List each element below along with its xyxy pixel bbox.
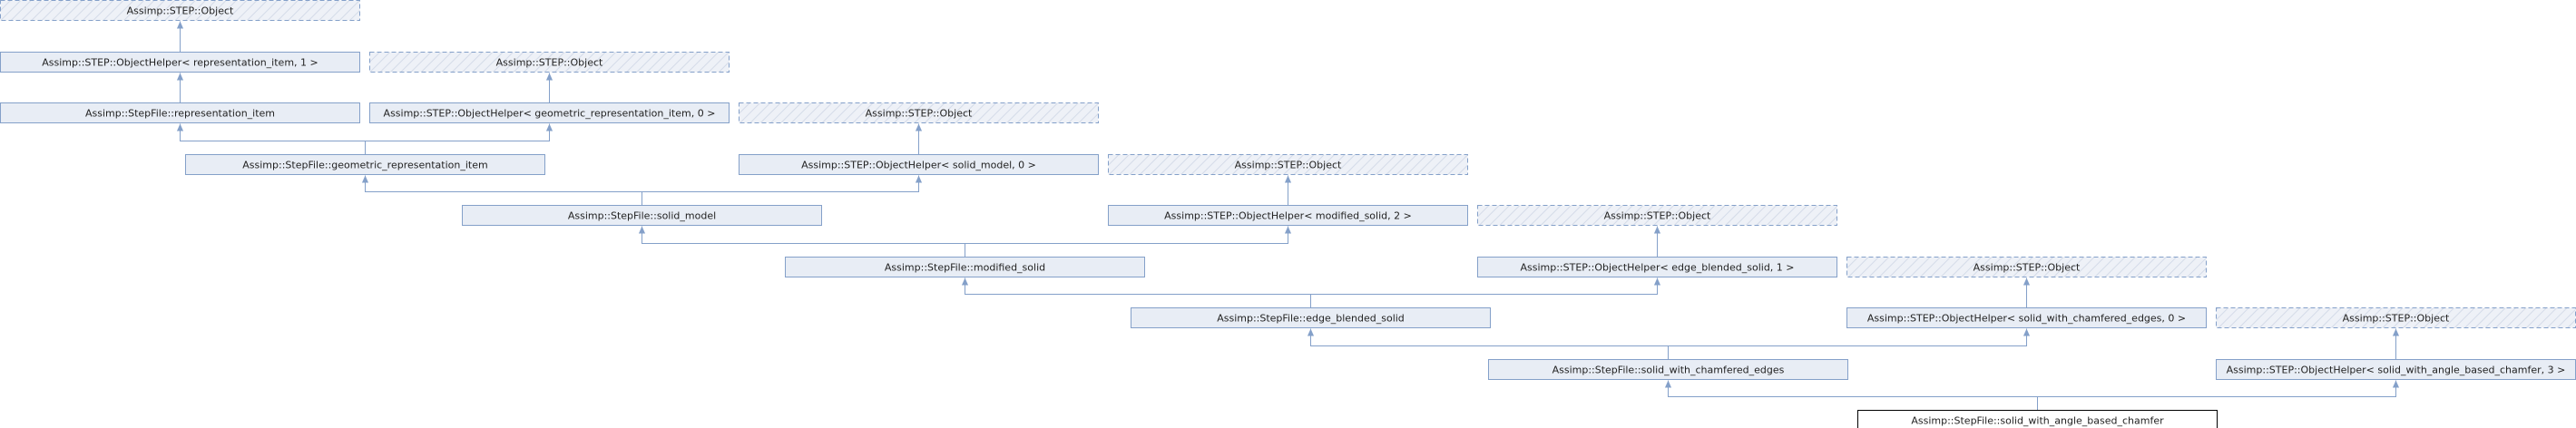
inheritance-edge	[361, 175, 642, 206]
class-box	[0, 0, 360, 21]
edges-layer	[176, 21, 2400, 411]
class-label: Assimp::STEP::Object	[866, 108, 973, 120]
class-node-assimp-step-objecthelper-geometric-representation-item-0-4[interactable]: Assimp::STEP::ObjectHelper< geometric_re…	[369, 102, 730, 123]
inheritance-edge	[1310, 277, 1661, 308]
inheritance-edge	[638, 226, 965, 258]
inheritance-edge	[2037, 380, 2400, 411]
class-box	[1846, 307, 2207, 328]
class-node-assimp-step-object-5: Assimp::STEP::Object	[739, 102, 1099, 123]
class-label: Assimp::STEP::Object	[2343, 313, 2450, 325]
class-box	[1846, 257, 2207, 277]
class-node-assimp-stepfile-edge-blended-solid-15[interactable]: Assimp::StepFile::edge_blended_solid	[1131, 307, 1491, 328]
class-box	[1477, 257, 1837, 277]
class-label: Assimp::STEP::ObjectHelper< representati…	[42, 57, 318, 69]
class-node-assimp-step-objecthelper-edge-blended-solid-1-13[interactable]: Assimp::STEP::ObjectHelper< edge_blended…	[1477, 257, 1837, 277]
class-node-assimp-step-object-8: Assimp::STEP::Object	[1108, 154, 1468, 175]
inheritance-edge	[176, 123, 366, 155]
class-label: Assimp::StepFile::solid_with_chamfered_e…	[1552, 365, 1785, 376]
class-box	[1131, 307, 1491, 328]
class-node-assimp-step-objecthelper-solid-with-chamfered-edges-0-16[interactable]: Assimp::STEP::ObjectHelper< solid_with_c…	[1846, 307, 2207, 328]
class-box	[369, 102, 730, 123]
class-node-assimp-step-object-2: Assimp::STEP::Object	[369, 52, 730, 73]
class-label: Assimp::STEP::ObjectHelper< solid_model,…	[801, 160, 1036, 171]
class-label: Assimp::StepFile::geometric_representati…	[242, 160, 487, 171]
class-label: Assimp::STEP::Object	[496, 57, 603, 69]
class-label: Assimp::StepFile::solid_with_angle_based…	[1911, 415, 2164, 427]
class-node-assimp-step-objecthelper-representation-item-1-1[interactable]: Assimp::STEP::ObjectHelper< representati…	[0, 52, 360, 73]
class-box	[1108, 205, 1468, 226]
class-node-assimp-stepfile-geometric-representation-item-6[interactable]: Assimp::StepFile::geometric_representati…	[185, 154, 545, 175]
class-box	[1477, 205, 1837, 226]
class-box	[1108, 154, 1468, 175]
class-node-assimp-stepfile-solid-model-9[interactable]: Assimp::StepFile::solid_model	[462, 205, 822, 226]
class-label: Assimp::STEP::ObjectHelper< modified_sol…	[1164, 210, 1412, 222]
class-box	[739, 154, 1099, 175]
class-label: Assimp::STEP::ObjectHelper< solid_with_c…	[1867, 313, 2186, 325]
class-node-assimp-step-objecthelper-modified-solid-2-10[interactable]: Assimp::STEP::ObjectHelper< modified_sol…	[1108, 205, 1468, 226]
class-label: Assimp::StepFile::edge_blended_solid	[1217, 313, 1405, 325]
class-box	[0, 52, 360, 73]
inheritance-edge	[961, 277, 1311, 308]
class-box	[739, 102, 1099, 123]
inheritance-edge	[365, 123, 553, 155]
inheritance-edge	[1664, 380, 2038, 411]
class-node-assimp-stepfile-solid-with-angle-based-chamfer-20: Assimp::StepFile::solid_with_angle_based…	[1857, 410, 2218, 428]
class-label: Assimp::STEP::Object	[1974, 262, 2081, 274]
class-label: Assimp::STEP::Object	[1604, 210, 1711, 222]
class-node-assimp-stepfile-modified-solid-12[interactable]: Assimp::StepFile::modified_solid	[785, 257, 1145, 277]
class-label: Assimp::STEP::ObjectHelper< solid_with_a…	[2227, 365, 2566, 376]
inheritance-edge	[1668, 328, 2031, 360]
class-node-assimp-step-objecthelper-solid-with-angle-based-chamfer-3-19[interactable]: Assimp::STEP::ObjectHelper< solid_with_a…	[2216, 359, 2576, 380]
class-box	[1857, 410, 2218, 428]
class-label: Assimp::STEP::Object	[1235, 160, 1342, 171]
class-box	[0, 102, 360, 123]
class-node-assimp-step-object-14: Assimp::STEP::Object	[1846, 257, 2207, 277]
class-label: Assimp::StepFile::representation_item	[85, 108, 275, 120]
class-label: Assimp::STEP::ObjectHelper< edge_blended…	[1520, 262, 1794, 274]
class-node-assimp-step-object-17: Assimp::STEP::Object	[2216, 307, 2576, 328]
inheritance-edge	[642, 175, 923, 206]
class-node-assimp-stepfile-solid-with-chamfered-edges-18[interactable]: Assimp::StepFile::solid_with_chamfered_e…	[1488, 359, 1848, 380]
class-box	[1488, 359, 1848, 380]
class-label: Assimp::StepFile::solid_model	[568, 210, 716, 222]
class-label: Assimp::STEP::ObjectHelper< geometric_re…	[384, 108, 716, 120]
class-box	[785, 257, 1145, 277]
class-box	[185, 154, 545, 175]
class-box	[462, 205, 822, 226]
class-label: Assimp::STEP::Object	[127, 5, 234, 17]
class-box	[2216, 307, 2576, 328]
class-label: Assimp::StepFile::modified_solid	[885, 262, 1045, 274]
class-node-assimp-step-objecthelper-solid-model-0-7[interactable]: Assimp::STEP::ObjectHelper< solid_model,…	[739, 154, 1099, 175]
class-node-assimp-step-object-0: Assimp::STEP::Object	[0, 0, 360, 21]
class-node-assimp-step-object-11: Assimp::STEP::Object	[1477, 205, 1837, 226]
inheritance-edge	[1307, 328, 1669, 360]
inheritance-edge	[965, 226, 1292, 258]
class-box	[369, 52, 730, 73]
class-node-assimp-stepfile-representation-item-3[interactable]: Assimp::StepFile::representation_item	[0, 102, 360, 123]
